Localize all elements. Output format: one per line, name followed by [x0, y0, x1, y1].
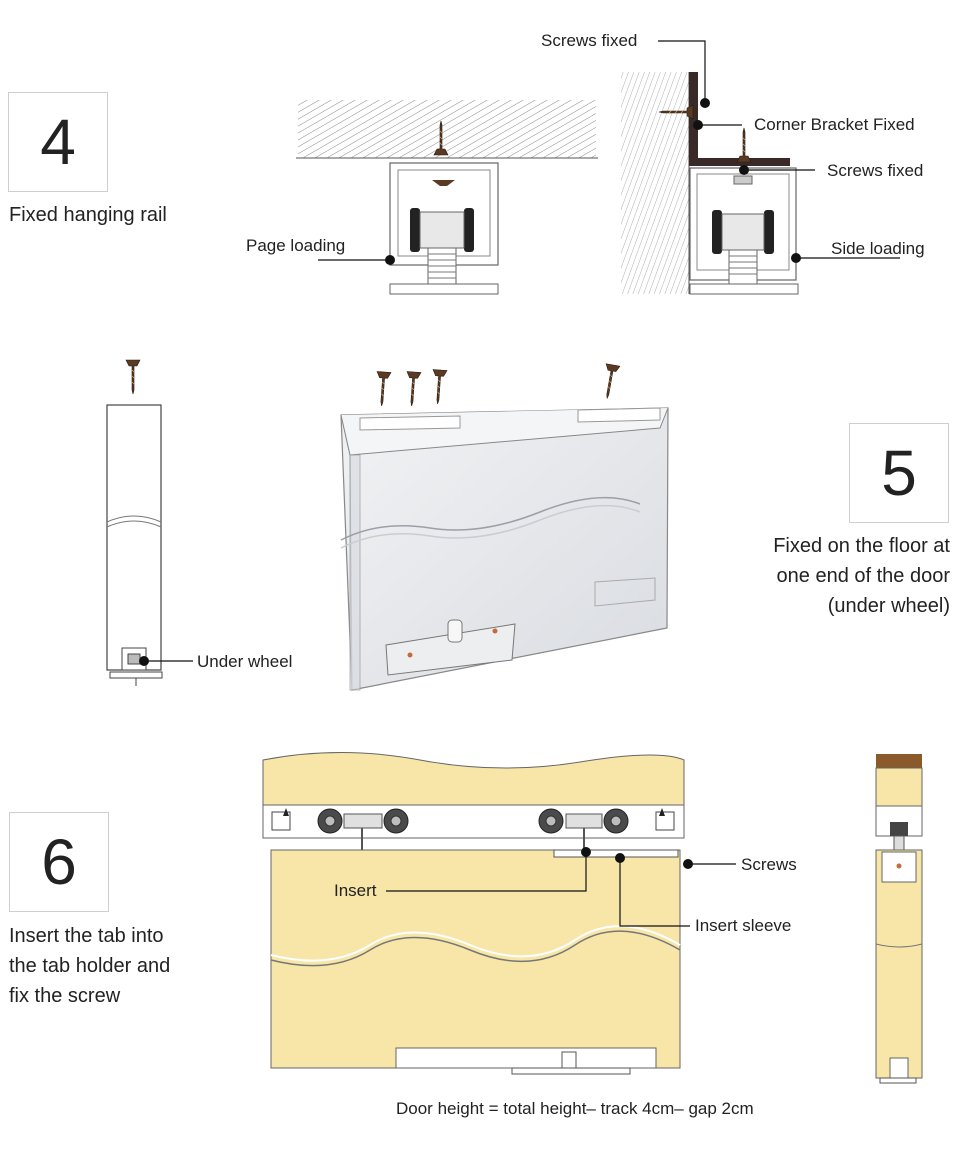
step-6-number: 6: [9, 812, 109, 912]
step-6-caption-line-1: Insert the tab into: [9, 925, 164, 947]
door-perspective-view: [340, 363, 669, 691]
step-4-digit: 4: [40, 106, 76, 178]
step-5-caption-line-1: Fixed on the floor at: [773, 535, 950, 557]
side-loading-drawing: [621, 72, 799, 295]
label-under-wheel: Under wheel: [197, 652, 293, 671]
label-screws-fixed-top: Screws fixed: [541, 31, 638, 50]
door-height-formula: Door height = total height– track 4cm– g…: [396, 1099, 754, 1118]
page-loading-drawing: [296, 100, 598, 295]
step-6-caption-line-2: the tab holder and: [9, 955, 171, 977]
label-side-loading: Side loading: [831, 239, 925, 258]
step-6-callouts: [386, 852, 736, 927]
door-side-view: [875, 754, 923, 1084]
wall-hatch: [621, 72, 689, 294]
label-screws: Screws: [741, 855, 797, 874]
screw-icon: [404, 371, 422, 407]
step-6-digit: 6: [41, 826, 77, 898]
screw-icon: [374, 371, 392, 407]
step-4-caption-line: Fixed hanging rail: [9, 204, 167, 226]
label-insert-sleeve: Insert sleeve: [695, 916, 792, 935]
ceiling-hatch: [298, 100, 596, 158]
label-screws-fixed-right: Screws fixed: [827, 161, 924, 180]
step-6-caption-line-3: fix the screw: [9, 985, 121, 1007]
label-insert: Insert: [334, 881, 377, 900]
door-front-view: [262, 752, 685, 1075]
screw-icon: [599, 363, 621, 401]
step-5-digit: 5: [881, 437, 917, 509]
screw-icon: [430, 369, 448, 405]
label-corner-bracket: Corner Bracket Fixed: [754, 115, 915, 134]
step-4-number: 4: [8, 92, 108, 192]
step-5-number: 5: [849, 423, 949, 523]
step-6-caption: Insert the tab into the tab holder and f…: [9, 921, 170, 1011]
door-edge-view: [106, 359, 163, 686]
step-4-callouts: [318, 40, 900, 261]
screw-icon: [736, 127, 752, 163]
step-5-caption-line-3: (under wheel): [827, 595, 950, 617]
step-5-caption-line-2: one end of the door: [776, 565, 950, 587]
step-5-caption: Fixed on the floor at one end of the doo…: [773, 531, 950, 621]
floor-guide-icon: [561, 1051, 577, 1069]
step-4-caption: Fixed hanging rail: [9, 200, 167, 230]
screw-icon: [125, 359, 141, 395]
label-page-loading: Page loading: [246, 236, 346, 255]
